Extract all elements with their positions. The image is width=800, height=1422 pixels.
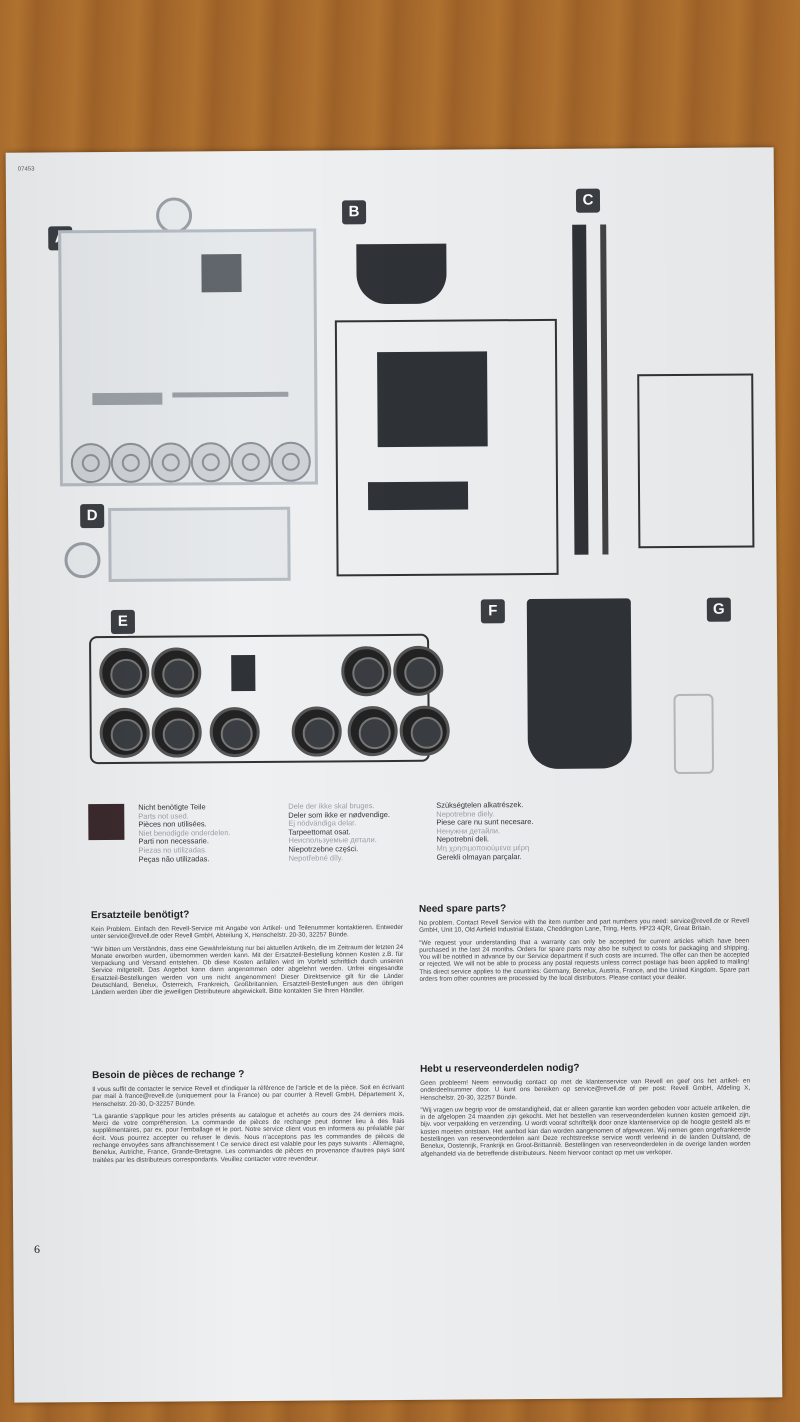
legend-item: Nepotřebné díly.	[288, 852, 344, 863]
part-40	[673, 693, 714, 775]
wheel-part-31	[151, 707, 202, 758]
wheel-part-32	[70, 442, 111, 484]
legend-col-2: Dele der ikke skal bruges. Deler som ikk…	[288, 801, 390, 863]
paragraph: Kein Problem. Einfach den Revell-Service…	[91, 923, 404, 941]
legend-swatch	[88, 803, 125, 841]
wheel-part-32	[190, 442, 231, 483]
wheel-part-33	[230, 441, 271, 483]
paragraph-fr: Il vous suffit de contacter le service R…	[92, 1084, 405, 1169]
paragraph: "Wij vragen uw begrip voor de omstandigh…	[420, 1104, 751, 1158]
section-label-f: F	[480, 599, 505, 624]
part-1-cab-body	[526, 598, 632, 770]
paragraph: Il vous suffit de contacter le service R…	[92, 1083, 405, 1108]
heading-en: Need spare parts?	[418, 903, 507, 915]
page-number: 6	[34, 1242, 40, 1256]
wheel-part-25	[393, 645, 444, 697]
sprue-tag-icon	[64, 542, 101, 579]
wheel-part-32	[110, 442, 151, 483]
instruction-sheet: 07453 A B C D E	[5, 147, 783, 1403]
sprue-frame-c	[637, 373, 755, 549]
sprue-frame-e	[89, 633, 450, 765]
legend-item: Peças não utilizadas.	[138, 853, 210, 864]
section-label-c: C	[575, 188, 601, 213]
part-125	[92, 392, 163, 406]
part-60-bumper	[367, 481, 469, 511]
paragraph: "We request your understanding that a wa…	[419, 937, 750, 983]
paragraph: No problem. Contact Revell Service with …	[419, 917, 750, 935]
section-label-d: D	[80, 504, 105, 529]
paragraph-de: Kein Problem. Einfach den Revell-Service…	[91, 924, 404, 1002]
part-2-frame-rail	[600, 224, 609, 555]
wheel-part-25	[399, 705, 450, 756]
wheel-part-25	[347, 705, 398, 757]
legend-item: Gerekli olmayan parçalar.	[436, 851, 522, 862]
wheel-part-32	[150, 442, 191, 483]
sprue-tag-icon	[155, 197, 193, 234]
legend-col-3: Szükségtelen alkatrészek. Nepotrebne die…	[436, 800, 534, 862]
section-label-e: E	[110, 609, 136, 634]
wheel-part-25	[99, 647, 150, 699]
paragraph-nl: Geen probleem! Neem eenvoudig contact op…	[420, 1078, 751, 1163]
paragraph: "Wir bitten um Verständnis, dass eine Ge…	[91, 943, 404, 997]
part-3-cab	[377, 351, 488, 448]
part-27	[231, 654, 256, 692]
part-61-hood	[356, 243, 447, 305]
section-label-g: G	[706, 597, 731, 622]
heading-nl: Hebt u reserveonderdelen nodig?	[420, 1062, 580, 1075]
wheel-part-25	[151, 647, 202, 698]
paragraph: "La garantie s'applique pour les article…	[92, 1110, 405, 1164]
heading-de: Ersatzteile benötigt?	[90, 909, 190, 922]
paragraph-en: No problem. Contact Revell Service with …	[419, 918, 749, 989]
sprue-frame-b	[334, 318, 559, 577]
sprue-frame-d	[108, 506, 291, 582]
wheel-part-31	[291, 706, 342, 757]
part-22	[172, 391, 289, 398]
kit-code: 07453	[17, 166, 35, 173]
wheel-part-25	[341, 646, 392, 697]
heading-fr: Besoin de pièces de rechange ?	[92, 1069, 245, 1082]
legend-col-1: Nicht benötigte Teile Parts not used. Pi…	[138, 802, 231, 864]
sprue-frame-a	[58, 228, 318, 487]
part-2-frame-rail	[572, 224, 589, 555]
section-label-b: B	[341, 200, 367, 225]
paragraph: Geen probleem! Neem eenvoudig contact op…	[420, 1077, 751, 1102]
part-76	[201, 254, 242, 293]
wheel-part-31	[99, 707, 150, 759]
wheel-part-33	[270, 441, 311, 482]
wheel-part-31	[209, 706, 260, 758]
